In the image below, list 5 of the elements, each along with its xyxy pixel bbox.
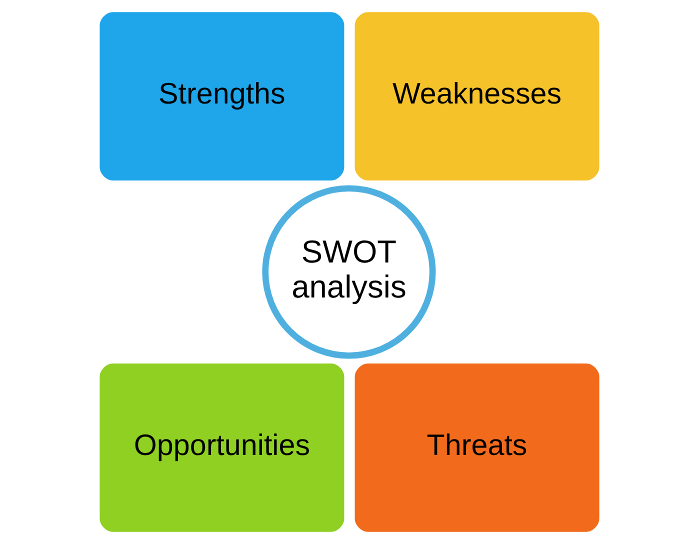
node-box: Weaknesses [354, 12, 599, 180]
node-box: Opportunities [99, 364, 344, 532]
node-box: Strengths [99, 12, 344, 180]
node-circle: SWOT analysis [262, 185, 436, 359]
node-box: Threats [354, 364, 599, 532]
